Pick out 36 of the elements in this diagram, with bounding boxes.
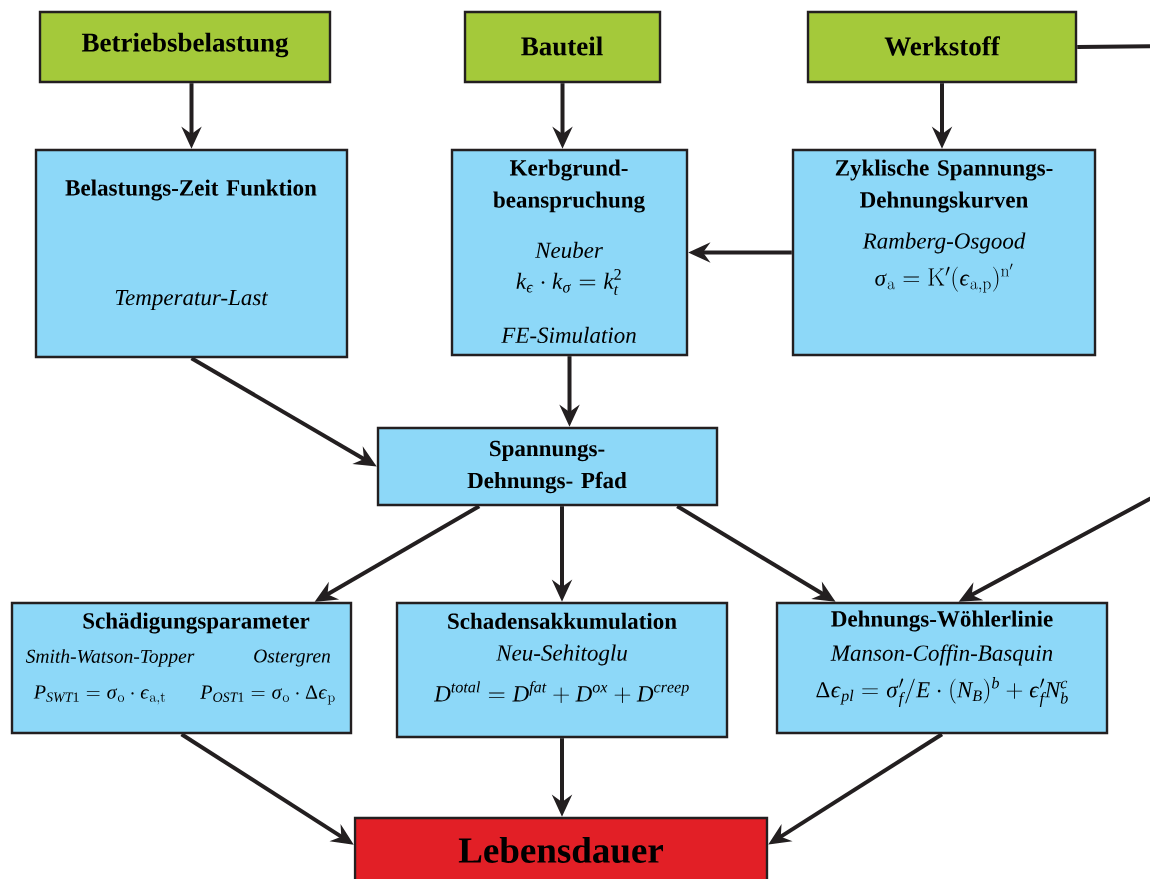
- process-box: [775, 601, 1109, 735]
- box-heading: Schadensakkumulation: [448, 612, 677, 630]
- box-label: Betriebsbelastung: [81, 32, 289, 58]
- process-box: [34, 148, 349, 359]
- process-box: [450, 148, 689, 357]
- formula: $P_{OST1} = \sigma_{\mathrm{o}}\cdot\Delta\varepsilon_{\mathrm{p}}$: [200, 685, 335, 705]
- formula: $P_{SWT1} = \sigma_{\mathrm{o}}\cdot\varepsilon_{\mathrm{a,t}}$: [33, 685, 165, 705]
- input-box: [463, 10, 662, 84]
- formula: $\sigma_{\mathrm{a}} = \mathrm{K}'(\varepsilon_{\mathrm{a,p}})^{\mathrm{n}'}$: [875, 263, 1013, 293]
- box-heading: Kerbgrund- beanspruchung: [493, 159, 645, 213]
- method-name: Neuber: [535, 241, 603, 259]
- method-name: Smith-Watson-Topper: [25, 649, 195, 667]
- input-box: [806, 10, 1078, 84]
- method-name: Manson-Coffin-Basquin: [830, 644, 1053, 666]
- box-heading: Dehnungs-Wöhlerlinie: [831, 610, 1053, 632]
- formula: $\Delta\varepsilon_{pl} = \sigma'_{f}/E\cdot(N_{B})^{b} + \varepsilon'_{f}N_{b}^{c}$: [816, 677, 1068, 707]
- box-heading: Zyklische Spannungs- Dehnungskurven: [835, 159, 1053, 213]
- method-name: Neu-Sehitoglu: [496, 644, 627, 666]
- result-box: [353, 816, 769, 879]
- method-name: Ostergren: [254, 649, 330, 667]
- formula: $k_{\varepsilon}\cdot k_{\sigma} = k_{t}^{2}$: [516, 269, 621, 295]
- method-name: FE-Simulation: [501, 326, 636, 344]
- method-name: Temperatur-Last: [115, 290, 269, 310]
- input-box: [38, 10, 332, 84]
- box-heading: Schädigungsparameter: [83, 612, 310, 634]
- formula: $D^{total} = D^{fat} + D^{ox} + D^{creep}$: [433, 681, 689, 703]
- process-box: [395, 601, 729, 739]
- process-box: [791, 148, 1097, 357]
- process-box: [376, 426, 719, 507]
- box-label: Werkstoff: [884, 36, 1000, 56]
- box-label: Bauteil: [521, 36, 603, 56]
- method-name: Ramberg-Osgood: [862, 232, 1026, 254]
- process-box: [10, 601, 353, 735]
- box-heading: Belastungs-Zeit Funktion: [65, 179, 317, 201]
- box-label: Lebensdauer: [458, 836, 663, 864]
- box-heading: Spannungs-Dehnungs- Pfad: [467, 440, 627, 494]
